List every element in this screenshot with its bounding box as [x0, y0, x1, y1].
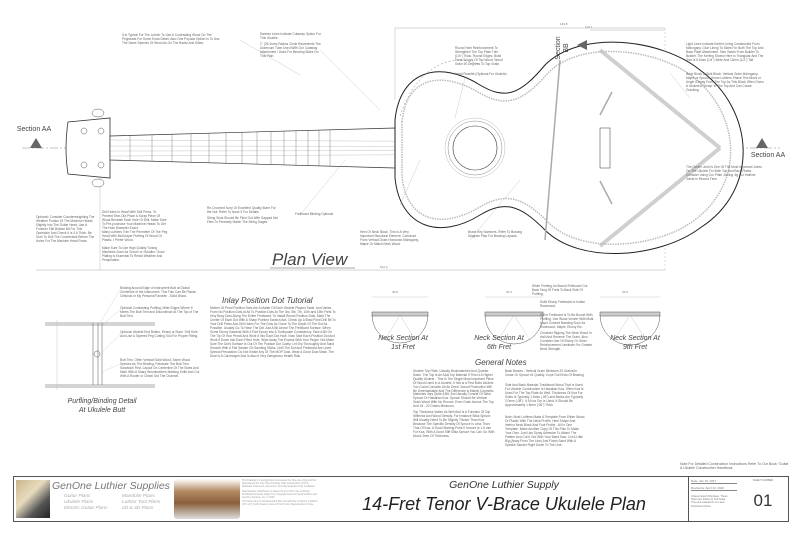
- revision-panel: Date: Jan 15, 2017 Revisions: April 13, …: [688, 476, 740, 522]
- product-list-col1: Guitar Plans Ukulele Plans Electric Guit…: [64, 494, 107, 512]
- date-field: Date: Jan 15, 2017: [691, 479, 737, 484]
- product-guitar-plans: Guitar Plans: [64, 494, 91, 499]
- purfling-title-line2: At Ukulele Butt: [78, 407, 126, 414]
- neck-section-1-line1: Neck Section At: [378, 335, 428, 342]
- note-cutaway: Dashed Lines Indicate Cutaway Option For…: [260, 32, 321, 40]
- neck-note-fretting: When Fretting An Bound Fretboard Cut Bac…: [532, 284, 588, 296]
- dim-bridge-top: 110.7: [585, 25, 593, 29]
- copyright-line-3: This Sheet Size Is Architectural E Size …: [242, 500, 318, 506]
- product-luthier-tool-plans: Luthier Tool Plans: [122, 500, 161, 505]
- company-name: GenOne Luthier Supply: [449, 479, 559, 491]
- note-brace-keys: Brace Key Numbers. Refer To Bracing Diag…: [468, 230, 522, 238]
- general-notes-title: General Notes: [475, 358, 527, 367]
- note-center-joint: The Center Joint Is One Of The Most Impo…: [686, 165, 762, 181]
- note-drill-holes: Drill Holes In Head With Drill Press. To…: [102, 210, 167, 230]
- section-aa-right-label: Section AA: [750, 152, 786, 159]
- note-string-slots: String Slots Should Be Filed Out With Ga…: [207, 216, 279, 224]
- neck-section-9-line1: Neck Section At: [610, 335, 660, 342]
- neck-section-6-line1: Neck Section At: [474, 335, 524, 342]
- note-fretboard-binding: Fretboard Binding Optional: [295, 212, 334, 216]
- product-2d-3d-plans: 2D & 3D Plans: [122, 506, 154, 511]
- general-note-right-3: Note: Most Luthiers Make A Template From…: [505, 415, 585, 447]
- section-bb-label: Section BB: [555, 36, 570, 60]
- neck-section-6-line2: 6th Fret: [486, 344, 512, 351]
- inlay-tutorial-title: Inlay Position Dot Tutorial: [222, 296, 313, 305]
- neck-note-fretboard: Solid Ebony Fretboard or Indian Rosewood…: [540, 300, 586, 308]
- plan-title: 14-Fret Tenor V-Brace Ukulele Plan: [362, 494, 646, 514]
- note-heel-reinforce: Round Heel Reinforcement To Strengthen T…: [455, 46, 503, 66]
- note-kerfing: Light Lines Indicate Kerfed Lining Const…: [686, 42, 764, 62]
- product-electric-guitar-plans: Electric Guitar Plans: [64, 506, 108, 511]
- purfling-detail-title: Purfling/Binding Detail At Ukulele Butt: [62, 397, 142, 415]
- dim-fret-6: 40.3: [506, 290, 512, 294]
- general-note-left-2: Materials Vary Quite A Bit, But Usually …: [413, 392, 494, 408]
- note-heel-block: Heel Or Neck Block. This Is A Very Impor…: [360, 230, 419, 246]
- note-radius: 1" (25.4mm) Radius Circle Represents The…: [260, 42, 321, 58]
- neck-section-1st-fret-title: Neck Section At 1st Fret: [378, 334, 428, 352]
- sheet-number-label: SHEET NUMBER: [752, 479, 774, 482]
- note-peghead: It Is Typical For The Luthier To Use A C…: [122, 33, 220, 45]
- product-ukulele-plans: Ukulele Plans: [64, 500, 94, 505]
- neck-section-6th-fret-title: Neck Section At 6th Fret: [474, 334, 524, 352]
- copyright-text: This Drawing Is Copyright And Is License…: [242, 479, 318, 506]
- neck-section-9-line2: 9th Fret: [622, 344, 648, 351]
- tool-photo-thumbnail: [16, 480, 50, 518]
- title-panel: GenOne Luthier Supply 14-Fret Tenor V-Br…: [320, 476, 689, 522]
- general-note-left-3: Top Thickness Varies As Well And Is A Fu…: [413, 410, 495, 438]
- copyright-line-2: Reproduction, Distribution or Sales For …: [242, 489, 318, 499]
- purfling-note-end-button: Optional Ukulele End Button. Ebony or Bo…: [120, 330, 199, 338]
- dim-bottom-total: 612.4: [380, 265, 388, 269]
- product-list-col2: Mandolin Plans Luthier Tool Plans 2D & 3…: [122, 494, 160, 512]
- neck-note-purfling: If The Fretboard Is To Be Bound With Pur…: [540, 313, 595, 329]
- neck-section-9th-fret-title: Neck Section At 9th Fret: [610, 334, 660, 352]
- note-peghead-purfling: Many Luthiers Trim The Perimeter Of The …: [102, 230, 168, 242]
- note-nut: Re-Crowned Ivory Or Excellent Quality Bo…: [207, 206, 276, 214]
- brand-name: GenOne Luthier Supplies: [52, 480, 170, 492]
- note-counterweight: Optional: Consider Counterweighting The …: [36, 215, 95, 243]
- note-tuning-machines: Make Sure To Use High Quality Tuning Mac…: [102, 246, 165, 262]
- ukulele-mold-photo: [174, 479, 240, 519]
- note-rosette: Inlaid Rosette (Optional For Ukulele): [455, 72, 507, 76]
- note-neck-block: Neck Block or Butt Block. Vertical Grain…: [686, 72, 764, 92]
- purfling-note-butt-trim: Butt Trim. Often Vertical Solid Wood, Sa…: [120, 358, 200, 378]
- dim-fret-1: 36.8: [392, 290, 398, 294]
- brand-panel: GenOne Luthier Supplies Guitar Plans Uku…: [13, 476, 322, 522]
- neck-note-ripping: Consider Ripping The Neck Wood In Half A…: [540, 331, 593, 351]
- dim-fret-9: 42.0: [622, 290, 628, 294]
- inlay-tutorial-text: Mother Of Pearl Position Dots Are A Matt…: [210, 306, 336, 358]
- purfling-title-line1: Purfling/Binding Detail: [67, 398, 137, 405]
- copyright-line-1: This Drawing Is Copyright And Is License…: [242, 479, 317, 488]
- product-mandolin-plans: Mandolin Plans: [122, 494, 155, 499]
- purfling-note-binding: Binding Around Edge of Instrument Butt a…: [120, 286, 197, 298]
- sheet-number: 01: [753, 491, 773, 510]
- general-note-right-2: Side And Back Material: Traditional Wood…: [505, 383, 584, 407]
- plan-view-title: Plan View: [272, 250, 348, 269]
- units-note: Unless Noted Otherwise, These Plans Are …: [691, 495, 728, 508]
- purfling-note-contrasting: Optional Contrasting Purfling, Miter Edg…: [120, 306, 199, 318]
- general-note-right-1: Back Braces - Vertical Grain Minimum 20 …: [505, 369, 585, 377]
- footer-note: Note For Detailed Construction Instructi…: [680, 462, 789, 470]
- section-aa-left-label: Section AA: [16, 126, 52, 133]
- sheet-number-panel: SHEET NUMBER 01: [738, 476, 789, 522]
- neck-section-1-line2: 1st Fret: [391, 344, 415, 351]
- dim-total-top: 149.8: [560, 22, 568, 26]
- general-note-left-1: Ukulele Top Plate, Usually Bookmatched A…: [413, 369, 495, 393]
- revision-field: Revisions: April 13, 2020: [691, 486, 737, 491]
